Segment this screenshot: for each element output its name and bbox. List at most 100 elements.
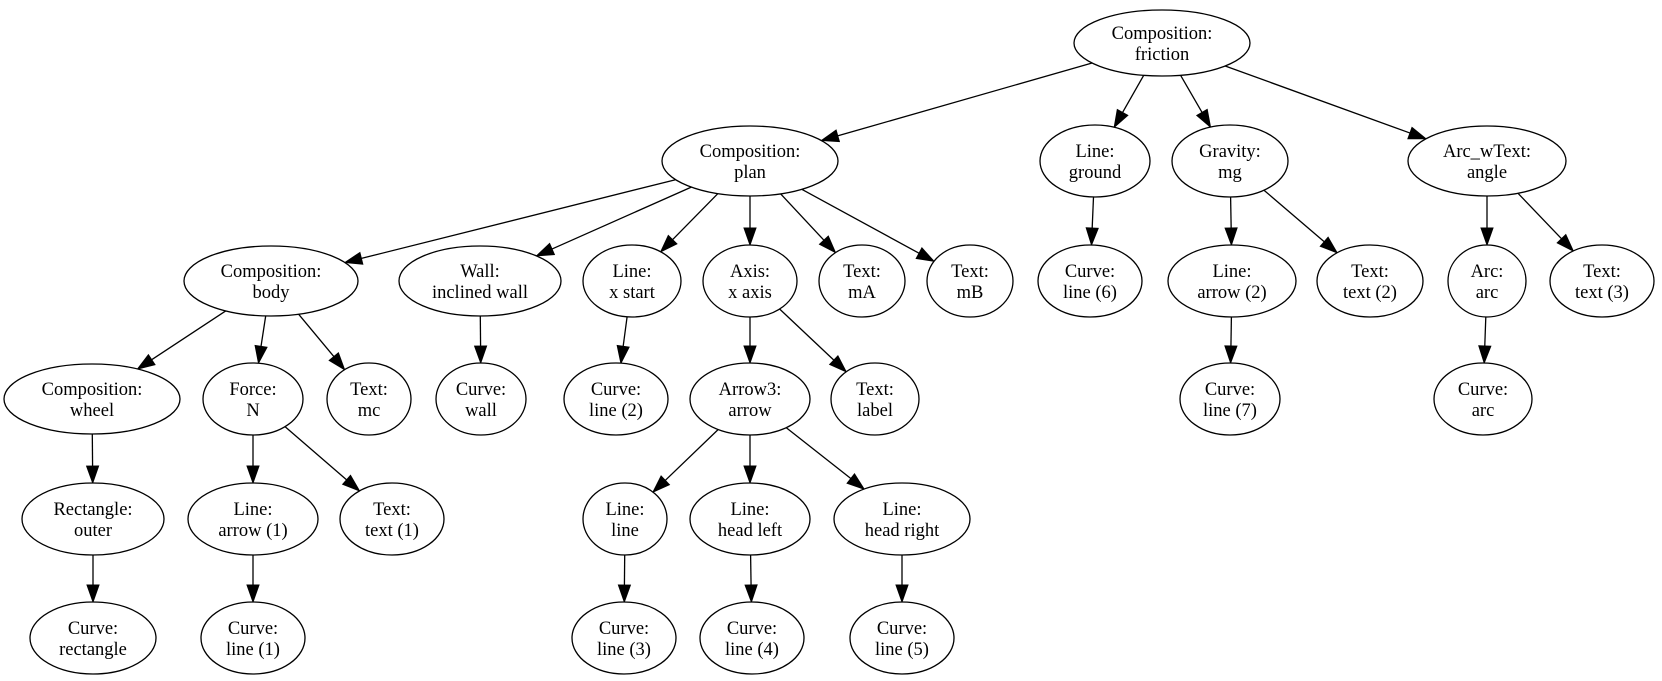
node-label-line1: Composition:	[221, 262, 322, 282]
node-ellipse	[1171, 124, 1289, 198]
node-label-line2: ground	[1069, 163, 1122, 183]
graph-node-line6: Curve:line (6)	[1037, 244, 1143, 318]
edge-arrowhead-icon	[343, 251, 364, 265]
graph-node-line4: Curve:line (4)	[699, 601, 805, 675]
node-ellipse	[1407, 125, 1567, 197]
graph-edge-friction-mg	[1180, 74, 1204, 115]
node-label-line2: label	[857, 401, 893, 421]
edge-arrowhead-icon	[743, 345, 757, 365]
edge-arrowhead-icon	[1113, 108, 1129, 129]
graph-edge-body-forceN	[260, 315, 267, 349]
node-ellipse	[1447, 244, 1527, 318]
node-label-line2: text (2)	[1343, 283, 1397, 303]
graph-node-plan: Composition:plan	[661, 125, 839, 197]
node-ellipse	[563, 362, 669, 436]
node-label-line2: x axis	[728, 283, 772, 303]
graph-node-forceN: Force:N	[202, 362, 304, 436]
node-label-line2: x start	[609, 283, 656, 303]
node-label-line2: mB	[957, 283, 984, 303]
node-label-line1: Curve:	[727, 619, 777, 639]
edge-arrowhead-icon	[1556, 233, 1575, 253]
graph-edge-ground-line6	[1091, 196, 1095, 231]
node-ellipse	[200, 601, 306, 675]
node-ellipse	[183, 245, 359, 317]
graph-edge-plan-wall	[549, 186, 692, 251]
node-label-line2: line (6)	[1063, 283, 1117, 303]
edge-arrowhead-icon	[341, 474, 361, 492]
node-label-line2: line (5)	[875, 640, 929, 660]
node-label-line2: head left	[718, 521, 783, 541]
node-ellipse	[435, 362, 527, 436]
node-label-line1: Gravity:	[1199, 142, 1261, 162]
node-label-line2: N	[246, 401, 259, 421]
graph-edge-body-wheel	[149, 310, 227, 362]
node-ellipse	[926, 244, 1014, 318]
edge-arrowhead-icon	[743, 227, 757, 247]
graph-node-xstart: Line:x start	[582, 244, 682, 318]
node-label-line2: line (4)	[725, 640, 779, 660]
graph-node-label: Text:label	[830, 362, 920, 436]
node-ellipse	[1316, 244, 1424, 318]
node-ellipse	[339, 482, 445, 556]
edge-arrowhead-icon	[659, 234, 678, 253]
node-label-line1: Text:	[1351, 262, 1389, 282]
edge-arrowhead-icon	[328, 351, 346, 371]
edge-arrowhead-icon	[616, 344, 630, 365]
node-label-line1: Rectangle:	[53, 500, 132, 520]
node-label-line2: wheel	[70, 401, 114, 421]
edge-arrowhead-icon	[254, 344, 268, 365]
node-ellipse	[1037, 244, 1143, 318]
graph-edge-headleft-line4	[749, 554, 752, 588]
node-label-line1: Line:	[233, 500, 272, 520]
node-label-line1: Text:	[951, 262, 989, 282]
node-ellipse	[202, 362, 304, 436]
node-label-line2: line (7)	[1203, 401, 1257, 421]
edge-arrowhead-icon	[535, 242, 556, 257]
graph-node-mc: Text:mc	[326, 362, 412, 436]
edge-arrowhead-icon	[85, 465, 100, 485]
node-label-line2: head right	[865, 521, 940, 541]
node-label-line1: Axis:	[730, 262, 770, 282]
node-label-line1: Curve:	[456, 380, 506, 400]
edge-arrowhead-icon	[86, 584, 100, 604]
graph-node-line2: Curve:line (2)	[563, 362, 669, 436]
node-label-line1: Curve:	[1205, 380, 1255, 400]
graph-edge-forceN-text1	[284, 426, 349, 482]
node-label-line2: plan	[734, 163, 766, 183]
edge-arrowhead-icon	[818, 235, 837, 254]
graph-edge-mg-arrow2	[1229, 196, 1232, 231]
node-label-line1: Arrow3:	[719, 380, 782, 400]
node-label-line2: rectangle	[59, 640, 127, 660]
graph-node-curverect: Curve:rectangle	[29, 601, 157, 675]
node-label-line2: friction	[1135, 45, 1189, 65]
node-label-line1: Composition:	[1112, 24, 1213, 44]
graph-node-line1: Curve:line (1)	[200, 601, 306, 675]
edges-layer	[85, 62, 1575, 604]
node-ellipse	[187, 482, 319, 556]
node-label-line2: line	[611, 521, 639, 541]
node-label-line2: line (1)	[226, 640, 280, 660]
node-label-line1: Line:	[730, 500, 769, 520]
node-ellipse	[699, 601, 805, 675]
node-ellipse	[849, 601, 955, 675]
edge-arrowhead-icon	[246, 584, 260, 604]
graph-node-mg: Gravity:mg	[1171, 124, 1289, 198]
node-label-line2: line (2)	[589, 401, 643, 421]
edge-arrowhead-icon	[1480, 227, 1494, 247]
graph-edge-angle-text3	[1517, 192, 1564, 241]
graph-node-arrow2: Line:arrow (2)	[1167, 244, 1297, 318]
graph-edge-mg-text2	[1263, 189, 1327, 244]
node-label-line2: wall	[465, 401, 497, 421]
node-label-line1: Line:	[882, 500, 921, 520]
edge-arrowhead-icon	[819, 129, 841, 143]
edge-arrowhead-icon	[895, 584, 909, 604]
node-label-line1: Curve:	[877, 619, 927, 639]
node-label-line1: Line:	[1212, 262, 1251, 282]
graph-node-text2: Text:text (2)	[1316, 244, 1424, 318]
node-ellipse	[1433, 362, 1533, 436]
edge-arrowhead-icon	[1478, 345, 1492, 365]
graph-node-curvearc: Curve:arc	[1433, 362, 1533, 436]
graph-node-line5: Curve:line (5)	[849, 601, 955, 675]
graph-node-arrow3: Arrow3:arrow	[689, 362, 811, 436]
